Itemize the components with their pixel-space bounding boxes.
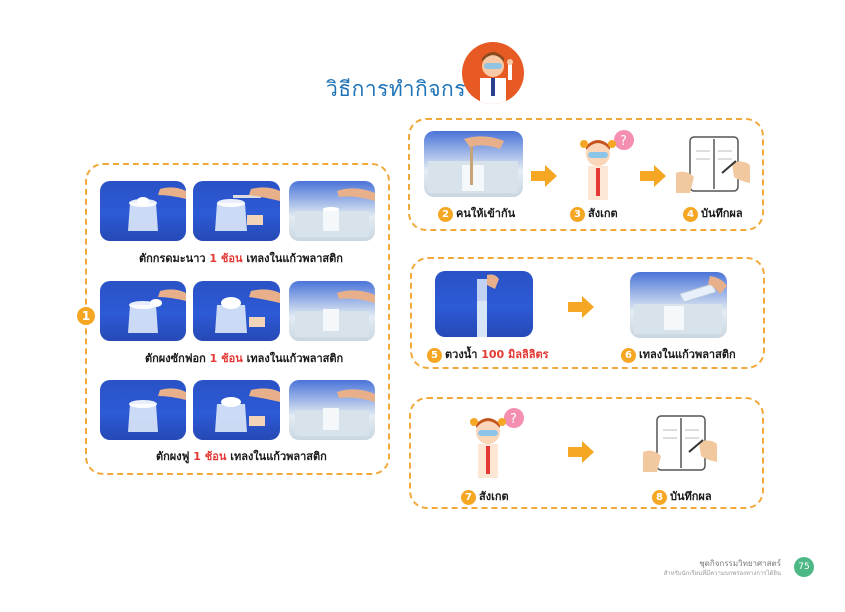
- step7-number: 7: [461, 489, 476, 505]
- notebook-record-icon: [643, 412, 717, 476]
- row1-caption-text: ตักกรดมะนาว: [139, 252, 206, 265]
- row2-caption: ตักผงซักฟอก 1 ช้อน เทลงในแก้วพลาสติก: [145, 349, 343, 367]
- row1-caption-amount: 1 ช้อน: [209, 252, 243, 265]
- row3-caption-text: ตักผงฟู: [156, 450, 190, 463]
- row2-caption-amount: 1 ช้อน: [209, 352, 243, 365]
- arrow-right-icon: [640, 165, 666, 187]
- steps-2-4-box: [408, 118, 764, 231]
- notebook-record-icon: [676, 133, 750, 197]
- footer-book-title: ชุดกิจกรรมวิทยาศาสตร์: [699, 559, 781, 568]
- photo-baking-powder-3: [289, 380, 375, 440]
- step6-label: เทลงในแก้วพลาสติก: [639, 348, 736, 361]
- row1-caption: ตักกรดมะนาว 1 ช้อน เทลงในแก้วพลาสติก: [139, 249, 343, 267]
- arrow-right-icon: [568, 441, 594, 463]
- girl-observe-icon: ?: [452, 404, 528, 480]
- photo-lemon-acid-1: [100, 181, 186, 241]
- row3-caption-amount: 1 ช้อน: [193, 450, 227, 463]
- svg-text:?: ?: [510, 412, 517, 427]
- photo-detergent-1: [100, 281, 186, 341]
- step2-label: คนให้เข้ากัน: [456, 207, 516, 220]
- photo-lemon-acid-2: [193, 181, 280, 241]
- step4-label: บันทึกผล: [701, 207, 743, 220]
- row1-caption-text2: เทลงในแก้วพลาสติก: [246, 252, 343, 265]
- step1-number: 1: [77, 307, 95, 325]
- arrow-right-icon: [531, 165, 557, 187]
- step2-number: 2: [438, 206, 453, 222]
- page-number: 75: [794, 557, 814, 577]
- step7-label: สังเกต: [479, 490, 509, 503]
- photo-measure-water: [435, 271, 533, 337]
- photo-detergent-3: [289, 281, 375, 341]
- photo-lemon-acid-3: [289, 181, 375, 241]
- step8-label: บันทึกผล: [670, 490, 712, 503]
- step5-label: ตวงน้ำ: [445, 348, 478, 361]
- step5-number: 5: [427, 347, 442, 363]
- step8-number: 8: [652, 489, 667, 505]
- step3-label: สังเกต: [588, 207, 618, 220]
- row2-caption-text: ตักผงซักฟอก: [145, 352, 206, 365]
- scientist-illustration: [462, 42, 524, 104]
- photo-detergent-2: [193, 281, 280, 341]
- girl-observe-icon: ?: [562, 126, 638, 202]
- photo-baking-powder-1: [100, 380, 186, 440]
- row2-caption-text2: เทลงในแก้วพลาสติก: [246, 352, 344, 365]
- steps-5-6-box: [410, 257, 765, 369]
- footer-book-subtitle: สำหรับนักเรียนที่มีความบกพร่องทางการได้ย…: [663, 570, 781, 577]
- photo-stir: [424, 131, 523, 197]
- steps-7-8-box: [409, 397, 764, 509]
- svg-text:?: ?: [620, 134, 627, 149]
- photo-baking-powder-2: [193, 380, 280, 440]
- row3-caption-text2: เทลงในแก้วพลาสติก: [230, 450, 327, 463]
- step6-number: 6: [621, 347, 636, 363]
- step4-number: 4: [683, 206, 698, 222]
- step5-amount: 100 มิลลิลิตร: [481, 348, 549, 361]
- arrow-right-icon: [568, 296, 594, 318]
- step3-number: 3: [570, 206, 585, 222]
- row3-caption: ตักผงฟู 1 ช้อน เทลงในแก้วพลาสติก: [156, 447, 327, 465]
- photo-pour-water: [630, 272, 727, 338]
